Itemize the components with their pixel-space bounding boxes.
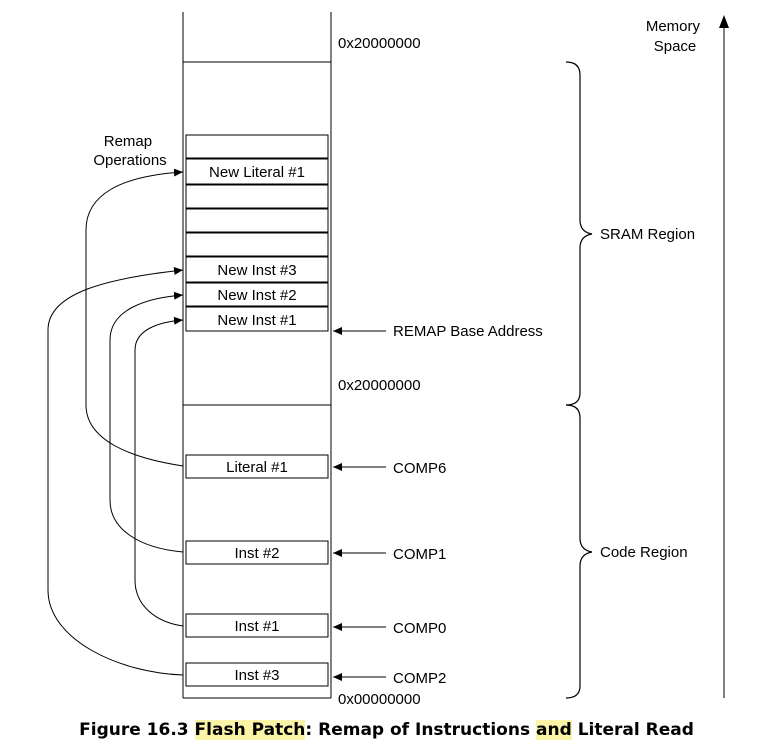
new-inst-1-label: New Inst #1 (217, 312, 296, 329)
code-cell-inst-1 (185, 613, 329, 638)
memory-space-label: Memory Space (646, 18, 704, 55)
code-cell-inst-3 (185, 662, 329, 687)
code-region-label: Code Region (600, 544, 688, 561)
figure-caption: Figure 16.3 Flash Patch: Remap of Instru… (0, 720, 773, 740)
pointer-arrows (333, 327, 386, 681)
sram-cell-empty (185, 184, 329, 209)
comp6-label: COMP6 (393, 460, 446, 477)
sram-cell-new-inst-1 (185, 306, 329, 332)
sram-cell-empty (185, 134, 329, 159)
remap-arrow-inst-3 (47, 267, 184, 676)
sram-region-label: SRAM Region (600, 226, 695, 243)
sram-brace (565, 61, 593, 406)
memory-space-line-2: Space (654, 38, 697, 55)
memory-space-line-1: Memory (646, 18, 701, 35)
code-cells (185, 454, 329, 687)
new-literal-1-label: New Literal #1 (209, 164, 305, 181)
remap-operations-label: Remap Operations (93, 133, 166, 169)
region-braces (565, 61, 593, 699)
literal-1-label: Literal #1 (226, 459, 288, 476)
address-middle: 0x20000000 (338, 377, 421, 394)
code-cell-literal-1 (185, 454, 329, 479)
inst-1-label: Inst #1 (234, 618, 279, 635)
comp2-label: COMP2 (393, 670, 446, 687)
caption-prefix: Figure 16.3 (79, 720, 189, 740)
caption-suffix: Literal Read (577, 720, 694, 740)
address-bottom: 0x00000000 (338, 691, 421, 708)
remap-base-address-label: REMAP Base Address (393, 323, 543, 340)
caption-middle: : Remap of Instructions (305, 720, 531, 740)
remap-arrow-literal (85, 168, 184, 467)
code-brace (565, 404, 593, 699)
code-cell-inst-2 (185, 540, 329, 565)
sram-cell-new-literal-1 (185, 158, 329, 185)
sram-cell-new-inst-3 (185, 256, 329, 283)
remap-arrows (47, 168, 184, 676)
sram-cell-empty (185, 232, 329, 257)
sram-cell-new-inst-2 (185, 282, 329, 307)
caption-highlight-and: and (536, 720, 572, 740)
remap-operations-line-2: Operations (93, 152, 166, 169)
inst-2-label: Inst #2 (234, 545, 279, 562)
comp0-label: COMP0 (393, 620, 446, 637)
memory-space-arrow (719, 15, 729, 698)
sram-cells (185, 134, 329, 332)
caption-highlight-flash-patch: Flash Patch (194, 720, 306, 740)
inst-3-label: Inst #3 (234, 667, 279, 684)
new-inst-3-label: New Inst #3 (217, 262, 296, 279)
sram-cell-empty (185, 208, 329, 233)
new-inst-2-label: New Inst #2 (217, 287, 296, 304)
remap-arrow-inst-2 (109, 291, 184, 553)
remap-arrow-inst-1 (134, 316, 184, 627)
memory-column (182, 12, 332, 699)
remap-operations-line-1: Remap (104, 133, 152, 150)
address-top: 0x20000000 (338, 35, 421, 52)
comp1-label: COMP1 (393, 546, 446, 563)
